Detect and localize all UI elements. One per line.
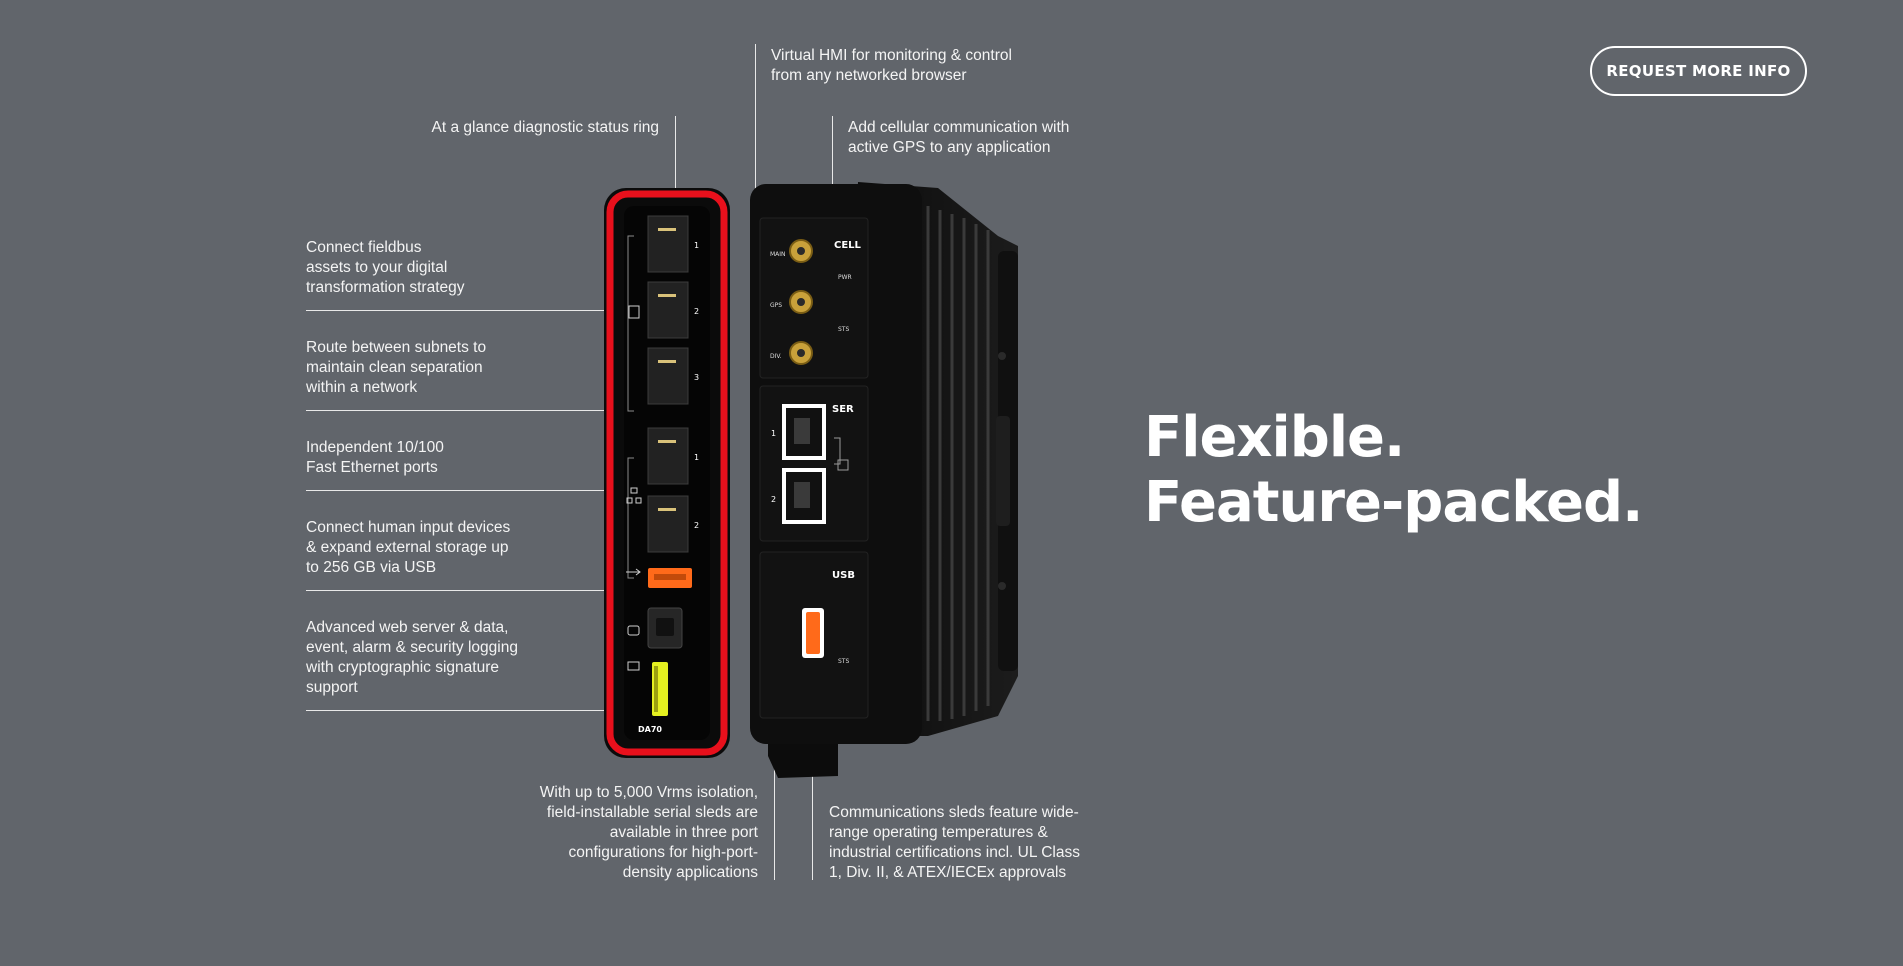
fieldbus-port-2: [647, 281, 689, 339]
device-illustration: CELL PWR STS MAIN GPS DIV. SER 1 2 USB S…: [604, 182, 1018, 778]
callout-certifications: Communications sleds feature wide- range…: [829, 804, 1080, 881]
front-port-number-1: 1: [694, 241, 699, 250]
serial-bridge-icon: [837, 459, 849, 471]
callout-fieldbus: Connect fieldbus assets to your digital …: [306, 239, 465, 296]
antenna-label-gps: GPS: [770, 302, 782, 309]
leader-line-fieldbus: [306, 310, 638, 311]
antenna-label-main: MAIN: [770, 251, 786, 258]
cell-sled-label: CELL: [834, 240, 862, 251]
headline-line-2: Feature-packed.: [1144, 470, 1643, 535]
usb-icon: [626, 568, 641, 576]
callout-virtual-hmi: Virtual HMI for monitoring & control fro…: [771, 47, 1012, 84]
callout-usb: Connect human input devices & expand ext…: [306, 519, 511, 576]
serial-port-number-2: 2: [771, 495, 776, 504]
callout-cellular: Add cellular communication with active G…: [848, 119, 1070, 156]
front-port-number-4: 1: [694, 453, 699, 462]
sd-card-icon: [627, 661, 640, 671]
headline-line-1: Flexible.: [1144, 405, 1405, 470]
usb-sts-led-label: STS: [838, 658, 849, 665]
callout-subnets: Route between subnets to maintain clean …: [306, 339, 487, 396]
fieldbus-port-3: [647, 347, 689, 405]
antenna-label-div: DIV.: [770, 353, 782, 360]
front-port-number-2: 2: [694, 307, 699, 316]
leader-line-ethernet: [306, 490, 638, 491]
ethernet-port-2: [647, 495, 689, 553]
leader-line-status-ring: [675, 116, 676, 200]
callout-status-ring: At a glance diagnostic status ring: [431, 119, 659, 136]
front-port-number-5: 2: [694, 521, 699, 530]
fieldbus-icon: [628, 305, 640, 319]
storage-icon: [627, 625, 640, 636]
page-headline: Flexible. Feature-packed.: [1144, 405, 1643, 535]
callout-ethernet: Independent 10/100 Fast Ethernet ports: [306, 439, 444, 476]
diagnostic-status-ring: [606, 190, 728, 756]
fieldbus-port-1: [647, 215, 689, 273]
usb-sled-label: USB: [832, 570, 855, 581]
leader-line-logging: [306, 710, 642, 711]
sled-column: CELL PWR STS MAIN GPS DIV. SER 1 2 USB S…: [750, 184, 922, 744]
callout-serial-sleds: With up to 5,000 Vrms isolation, field-i…: [539, 784, 758, 881]
leader-line-certifications: [812, 676, 813, 880]
ethernet-port-1: [647, 427, 689, 485]
front-port-number-3: 3: [694, 373, 699, 382]
cell-sts-led-label: STS: [838, 326, 849, 333]
cell-pwr-led-label: PWR: [838, 274, 852, 281]
request-more-info-button[interactable]: REQUEST MORE INFO: [1590, 46, 1807, 96]
serial-port-number-1: 1: [771, 429, 776, 438]
leader-line-usb: [306, 590, 642, 591]
front-faceplate: 1 2 3 1 2 DA70: [604, 188, 730, 758]
leader-line-subnets: [306, 410, 642, 411]
network-icon: [626, 487, 642, 504]
rj45-ports: [647, 215, 689, 553]
ser-sled-label: SER: [832, 404, 854, 415]
device-model-label: DA70: [638, 725, 662, 734]
callout-logging: Advanced web server & data, event, alarm…: [306, 619, 518, 696]
